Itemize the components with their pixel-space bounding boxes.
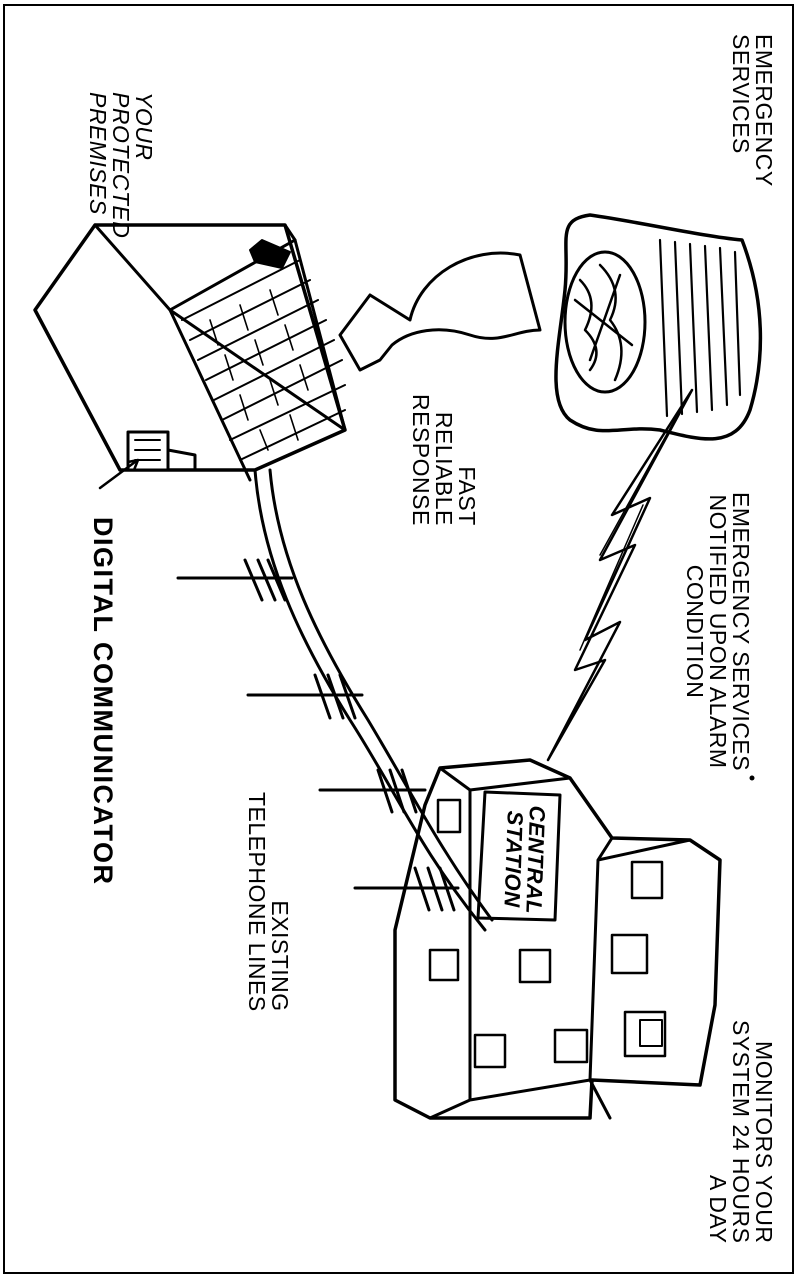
telephone-pole-3 <box>318 768 427 814</box>
label-digital-communicator: DIGITAL COMMUNICATOR <box>88 517 118 886</box>
protected-house-icon <box>33 223 347 490</box>
response-arrow-icon <box>338 251 542 372</box>
central-station-building-icon <box>393 758 722 1120</box>
telephone-pole-2 <box>246 673 364 720</box>
central-station-sign: CENTRAL STATION <box>499 805 550 915</box>
label-emergency-services-notified: EMERGENCY SERVICES NOTIFIED UPON ALARM C… <box>682 492 754 772</box>
label-emergency-services: EMERGENCY SERVICES <box>728 34 777 187</box>
dot-mark <box>749 775 755 781</box>
label-monitors-your-system: MONITORS YOUR SYSTEM 24 HOURS A DAY <box>705 1020 777 1244</box>
label-your-protected-premises: YOUR PROTECTED PREMISES <box>85 92 157 239</box>
lightning-bolt-icon <box>546 388 694 762</box>
telephone-pole-1 <box>176 558 294 602</box>
label-fast-reliable-response: FAST RELIABLE RESPONSE <box>408 394 480 526</box>
label-existing-telephone-lines: EXISTING TELEPHONE LINES <box>244 792 293 1012</box>
telephone-cable <box>253 468 494 932</box>
police-badge-icon <box>554 213 763 441</box>
diagram-border <box>3 4 794 1274</box>
